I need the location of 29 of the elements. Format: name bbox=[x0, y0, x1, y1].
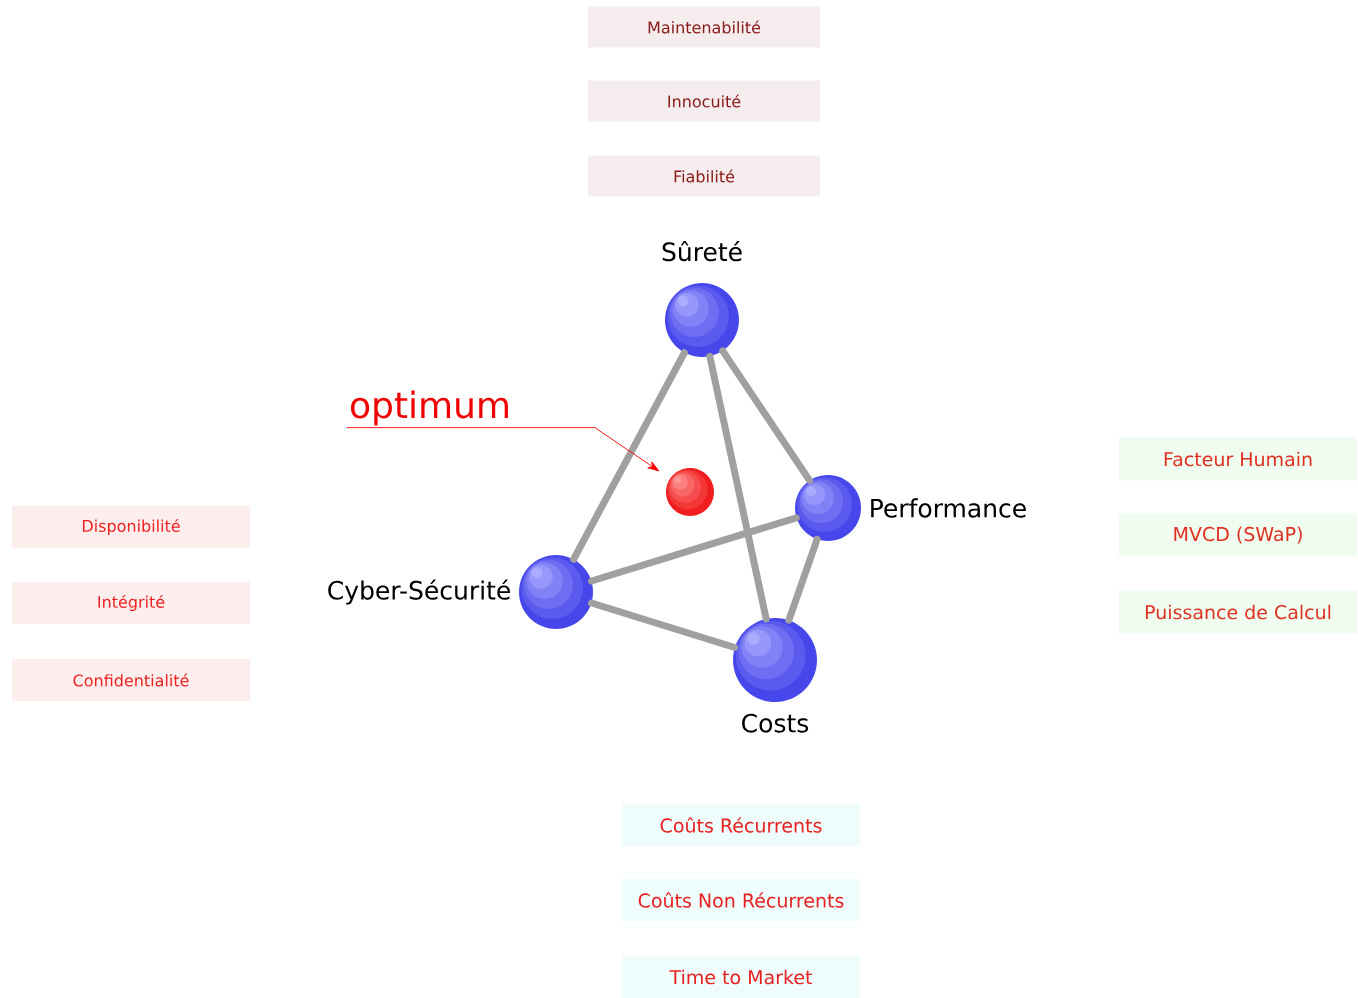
rod bbox=[706, 352, 770, 623]
label-box: Puissance de Calcul bbox=[1119, 590, 1357, 634]
label-box: Confidentialité bbox=[12, 659, 250, 701]
label-box: Maintenabilité bbox=[588, 6, 820, 48]
rod bbox=[588, 514, 800, 585]
node-label: Costs bbox=[742, 713, 809, 733]
rod bbox=[719, 347, 813, 484]
label-box: Innocuité bbox=[588, 80, 820, 122]
label-box: Coûts Non Récurrents bbox=[622, 879, 860, 921]
label-box: MVCD (SWaP) bbox=[1119, 513, 1357, 557]
rod bbox=[570, 349, 688, 563]
vertex-sphere: Costs bbox=[733, 618, 817, 733]
label-box: Fiabilité bbox=[588, 155, 820, 197]
leader-line bbox=[346, 427, 660, 472]
node-label: Sûreté bbox=[662, 240, 742, 262]
vertex-sphere: Sûreté bbox=[662, 240, 742, 357]
label-box: Disponibilité bbox=[12, 506, 250, 548]
rod bbox=[588, 599, 739, 651]
vertex-sphere: Performance bbox=[795, 475, 1026, 541]
node-label: Performance bbox=[871, 498, 1026, 518]
label-box: Coûts Récurrents bbox=[622, 804, 860, 846]
optimum-sphere bbox=[666, 468, 714, 516]
label-box: Facteur Humain bbox=[1119, 437, 1357, 481]
rod bbox=[785, 535, 821, 624]
label-box: Time to Market bbox=[622, 956, 860, 998]
callout-text: optimum bbox=[351, 390, 508, 426]
vertex-sphere: Cyber-Sécurité bbox=[328, 555, 593, 629]
node-label: Cyber-Sécurité bbox=[328, 579, 510, 605]
label-box: Intégrité bbox=[12, 582, 250, 624]
